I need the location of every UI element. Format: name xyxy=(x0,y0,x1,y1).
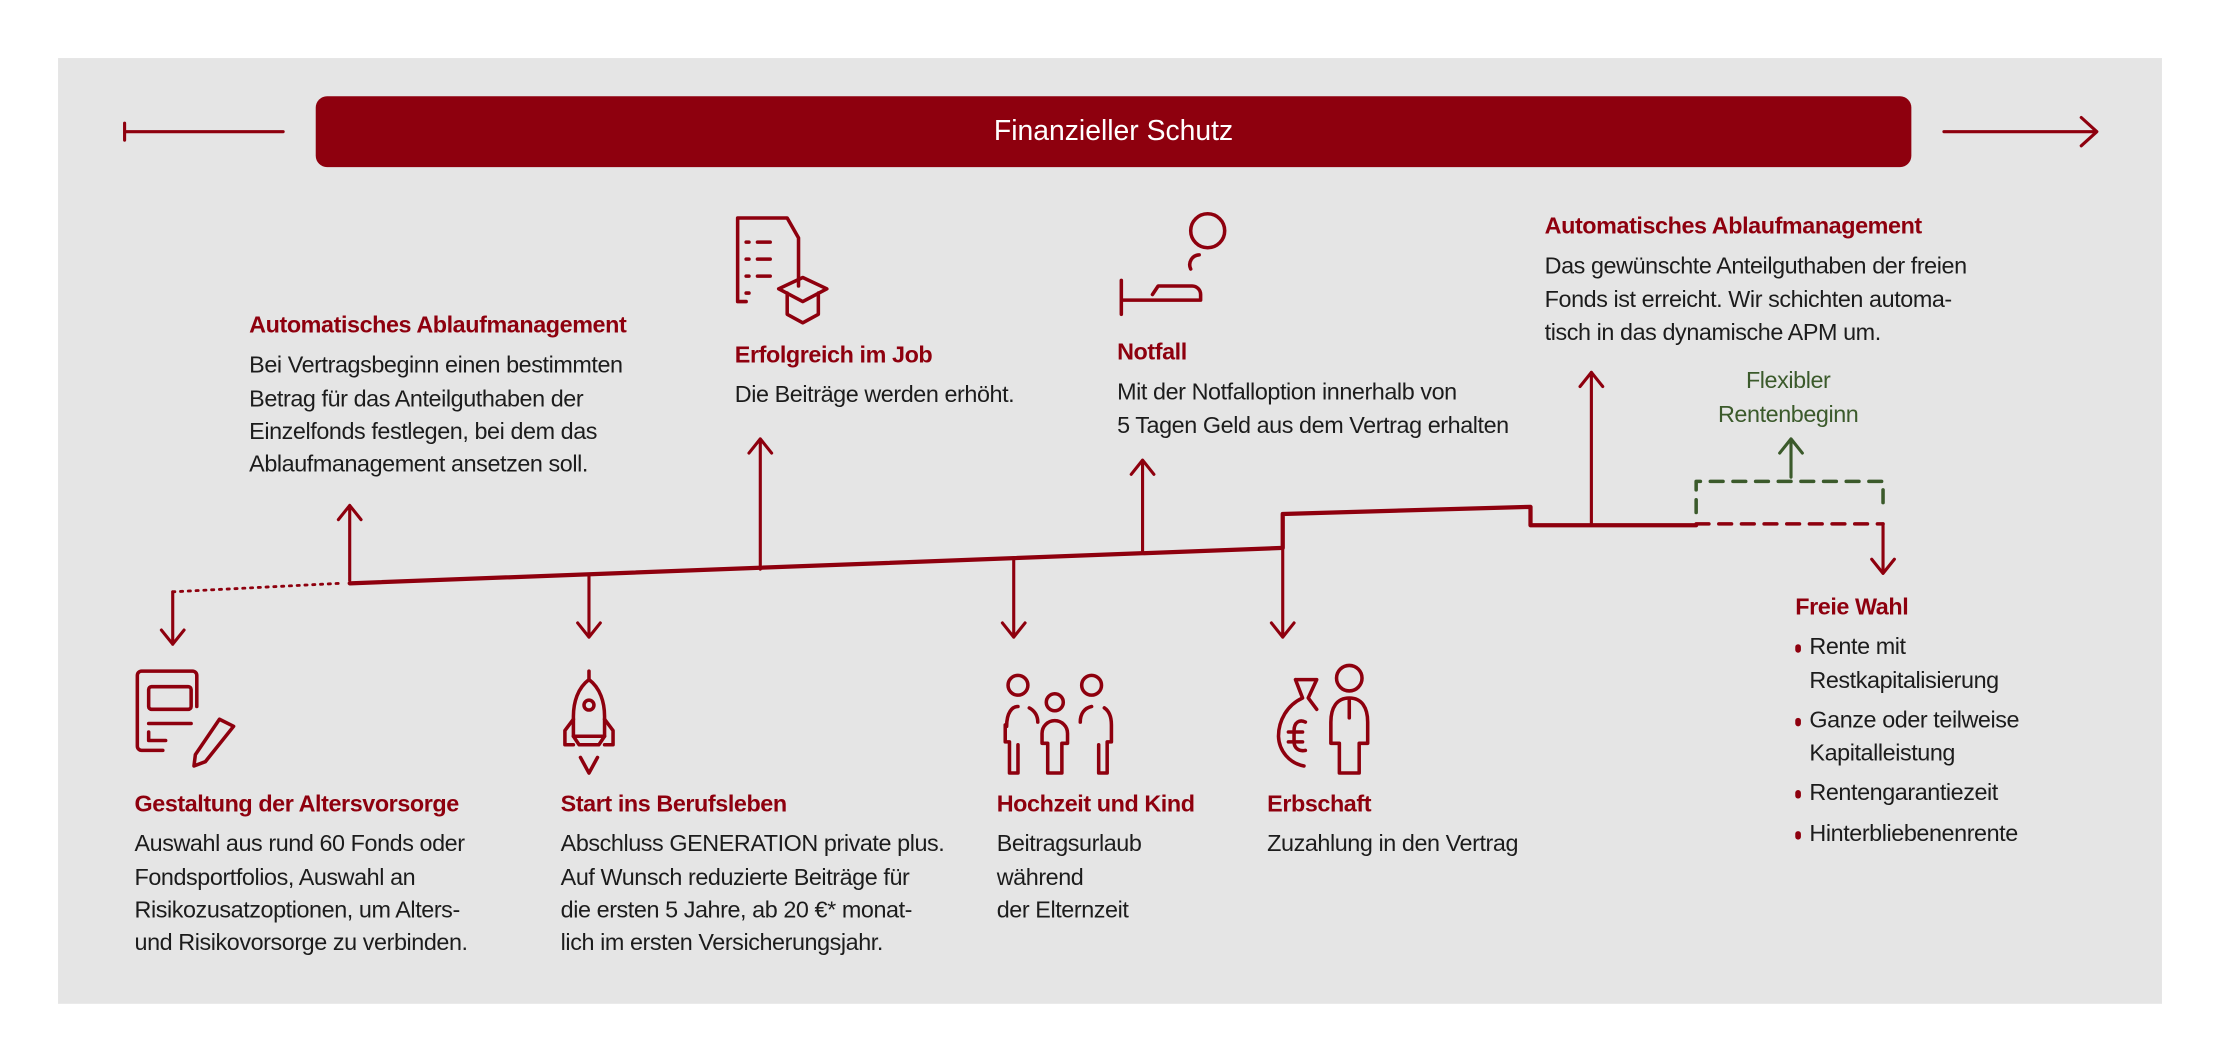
background-panel xyxy=(58,58,2162,1004)
top-item-emergency: Notfall Mit der Notfalloption innerhalb … xyxy=(1117,337,1509,443)
item-line: Fonds ist erreicht. Wir schichten automa… xyxy=(1544,286,1953,313)
item-line: während xyxy=(996,864,1084,890)
up-arrows xyxy=(336,370,1605,583)
down-arrows xyxy=(159,522,1896,646)
item-title: Notfall xyxy=(1117,339,1187,366)
flexible-retirement-label: Flexibler Rentenbeginn xyxy=(1689,364,1887,432)
item-line: 5 Tagen Geld aus dem Vertrag erhalten xyxy=(1117,412,1509,439)
start-tick-line xyxy=(123,121,285,142)
item-line: Zuzahlung in den Vertrag xyxy=(1267,831,1519,857)
item-line: Die Beiträge werden erhöht. xyxy=(734,382,1015,409)
item-line: Das gewünschte Anteilguthaben der freien xyxy=(1544,253,1967,280)
label-line: Rentenbeginn xyxy=(1717,402,1859,428)
item-line: Ablaufmanagement ansetzen soll. xyxy=(249,451,588,478)
person-lying-icon xyxy=(1119,212,1227,317)
item-title: Erbschaft xyxy=(1267,791,1372,817)
item-line: lich im ersten Versicherungsjahr. xyxy=(560,930,884,956)
item-title: Gestaltung der Altersvorsorge xyxy=(134,791,460,817)
list-item: Rentengarantiezeit xyxy=(1795,778,2019,811)
family-icon xyxy=(1003,673,1114,775)
rocket-icon xyxy=(563,669,615,775)
flexible-box xyxy=(1694,479,1885,515)
item-line: Rentengarantiezeit xyxy=(1809,780,1998,807)
timeline-main xyxy=(347,504,1699,586)
item-line: Einzelfonds festlegen, bei dem das xyxy=(249,418,598,445)
money-bag-person-icon xyxy=(1276,663,1370,775)
item-title: Automatisches Ablaufmanagement xyxy=(1544,213,1923,240)
label-line: Flexibler xyxy=(1745,368,1831,394)
item-line: Risikozusatzoptionen, um Alters- xyxy=(134,897,461,923)
bottom-item-wedding-child: Hochzeit und Kind Beitragsurlaub während… xyxy=(997,789,1195,928)
document-graduation-cap-icon xyxy=(735,216,829,325)
end-arrow xyxy=(1942,115,2099,148)
item-line: der Elternzeit xyxy=(996,897,1129,923)
form-pencil-icon xyxy=(135,669,236,768)
item-title: Freie Wahl xyxy=(1795,594,1909,621)
item-line: Mit der Notfalloption innerhalb von xyxy=(1117,379,1457,406)
item-line: Auswahl aus rund 60 Fonds oder xyxy=(134,831,466,857)
list-item: Hinterbliebenenrente xyxy=(1795,818,2019,851)
item-title: Automatisches Ablaufmanagement xyxy=(249,312,627,339)
item-line: Auf Wunsch reduzierte Beiträge für xyxy=(560,864,910,890)
top-item-expiry-management-1: Automatisches Ablaufmanagement Bei Vertr… xyxy=(249,310,627,482)
item-title: Erfolgreich im Job xyxy=(734,342,933,369)
flexible-up-arrow xyxy=(1778,437,1804,479)
top-item-expiry-management-2: Automatisches Ablaufmanagement Das gewün… xyxy=(1545,211,1967,350)
item-line: Betrag für das Anteilguthaben der xyxy=(249,385,584,412)
item-line: Bei Vertragsbeginn einen bestimmten xyxy=(249,352,623,379)
item-line: Abschluss GENERATION private plus. xyxy=(560,831,945,857)
item-line: Kapitalleistung xyxy=(1809,740,1956,767)
item-line: die ersten 5 Jahre, ab 20 €* monat- xyxy=(560,897,913,923)
item-line: tisch in das dynamische APM um. xyxy=(1544,319,1882,346)
item-line: und Risikovorsorge zu verbinden. xyxy=(134,930,469,956)
item-line: Restkapitalisierung xyxy=(1809,667,1999,694)
item-line: Rente mit xyxy=(1809,634,1906,661)
timeline-dotted xyxy=(171,581,342,594)
banner-title: Finanzieller Schutz xyxy=(993,115,1234,147)
item-line: Ganze oder teilweise xyxy=(1809,707,2020,734)
item-title: Start ins Berufsleben xyxy=(560,791,787,817)
bottom-item-career-start: Start ins Berufsleben Abschluss GENERATI… xyxy=(561,789,945,961)
item-line: Hinterbliebenenrente xyxy=(1809,820,2018,847)
item-line: Beitragsurlaub xyxy=(996,831,1142,857)
banner-financial-protection: Finanzieller Schutz xyxy=(315,96,1912,168)
bottom-item-inheritance: Erbschaft Zuzahlung in den Vertrag xyxy=(1267,789,1518,862)
item-line: Fondsportfolios, Auswahl an xyxy=(134,864,416,890)
top-item-job-success: Erfolgreich im Job Die Beiträge werden e… xyxy=(734,340,1015,413)
bottom-item-retirement-design: Gestaltung der Altersvorsorge Auswahl au… xyxy=(134,789,469,961)
item-title: Hochzeit und Kind xyxy=(996,791,1195,817)
